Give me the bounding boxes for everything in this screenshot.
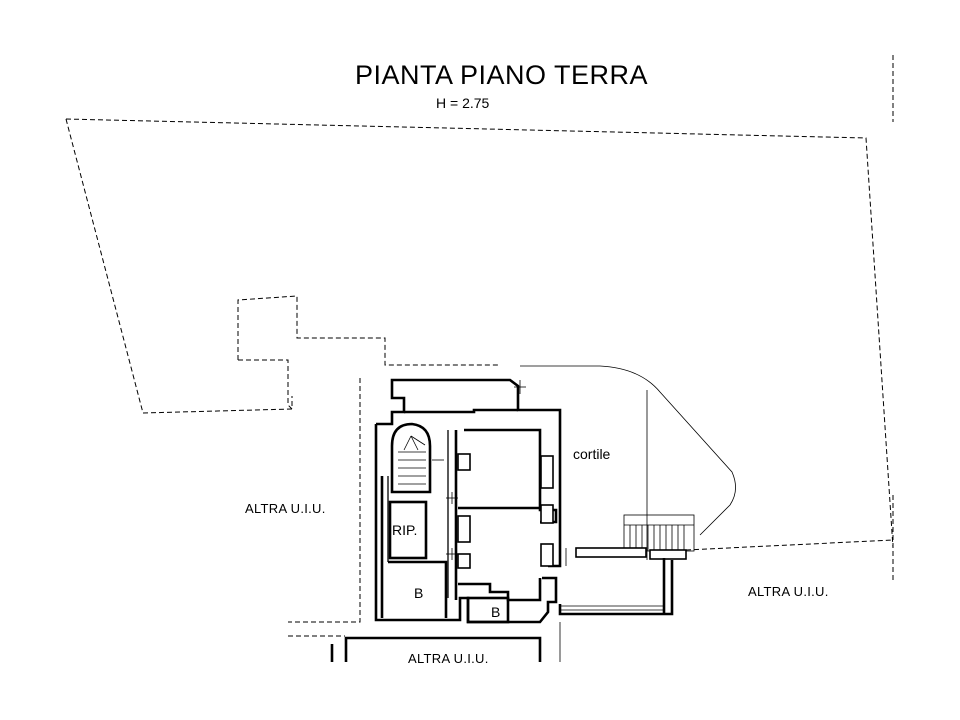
ceiling-height-label: H = 2.75 [436,95,490,111]
niche-1 [457,453,471,471]
window-2 [540,504,554,524]
courtyard-curve [520,365,736,536]
top-room-wall [404,408,518,414]
bottom-neighbor-wall [344,636,542,662]
adjacent-outline [237,295,500,366]
adjacent-outline-lower [238,359,293,410]
door-marks [432,380,567,566]
neighbor-left-label: ALTRA U.I.U. [245,501,326,516]
spiral-stair [390,422,432,494]
lower-room-wall [458,578,542,602]
left-neighbor-boundary [288,378,361,623]
niche-3 [457,553,471,569]
niche-2 [457,515,471,543]
courtyard-stairs [623,514,695,552]
window-3 [540,543,554,567]
courtyard-boundary [685,539,894,551]
bathroom-1-label: B [414,585,423,601]
bathroom-2 [466,596,510,624]
plan-title: PIANTA PIANO TERRA [355,60,648,90]
storage-label: RIP. [392,522,417,538]
portico [558,547,687,616]
lot-boundary-bottom-left [142,396,293,414]
lot-boundary-left [65,118,144,414]
neighbor-bottom-label: ALTRA U.I.U. [408,651,489,666]
bathroom-2-label: B [491,604,500,620]
bathroom-1-walls [388,560,448,618]
storage-room [388,500,428,560]
courtyard-label: cortile [573,446,611,462]
lot-boundary [65,118,894,549]
neighbor-right-label: ALTRA U.I.U. [748,584,829,599]
window-1 [540,455,554,489]
